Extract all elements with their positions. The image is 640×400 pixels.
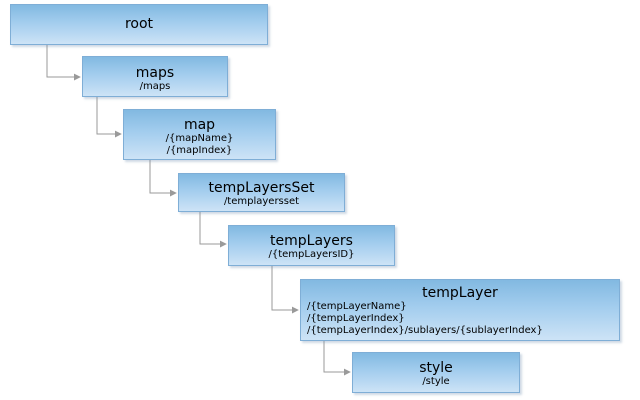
- node-map-title: map: [183, 117, 216, 133]
- node-templayer-title: tempLayer: [422, 285, 498, 301]
- edge-root-maps: [46, 45, 81, 81]
- edge-templayersset-templayers: [199, 212, 227, 248]
- node-templayersset-title: tempLayersSet: [208, 180, 315, 196]
- node-root: root: [10, 4, 268, 45]
- node-templayer-path-2: /{tempLayerIndex}: [307, 313, 405, 324]
- node-map-path-1: /{mapName}: [165, 133, 234, 144]
- edge-templayers-templayer: [271, 266, 299, 314]
- node-map: map /{mapName} /{mapIndex}: [123, 109, 276, 160]
- node-templayer: tempLayer /{tempLayerName} /{tempLayerIn…: [300, 279, 620, 341]
- node-templayersset: tempLayersSet /templayersset: [178, 173, 345, 212]
- edge-maps-map: [96, 97, 122, 138]
- node-root-title: root: [124, 16, 154, 32]
- node-style-title: style: [419, 360, 453, 376]
- node-templayersset-path: /templayersset: [223, 196, 300, 207]
- node-templayers-path: /{tempLayersID}: [268, 249, 355, 260]
- edge-templayer-style: [323, 341, 351, 376]
- node-templayers-title: tempLayers: [270, 233, 353, 249]
- node-maps-title: maps: [135, 65, 175, 81]
- node-templayers: tempLayers /{tempLayersID}: [228, 225, 395, 266]
- node-map-path-2: /{mapIndex}: [166, 145, 233, 156]
- node-maps: maps /maps: [82, 56, 228, 97]
- node-templayer-path-3: /{tempLayerIndex}/sublayers/{sublayerInd…: [307, 325, 543, 336]
- node-style: style /style: [352, 352, 520, 393]
- edge-map-templayersset: [149, 160, 177, 197]
- node-style-path: /style: [422, 376, 450, 387]
- node-maps-path: /maps: [139, 81, 171, 92]
- node-templayer-path-1: /{tempLayerName}: [307, 301, 407, 312]
